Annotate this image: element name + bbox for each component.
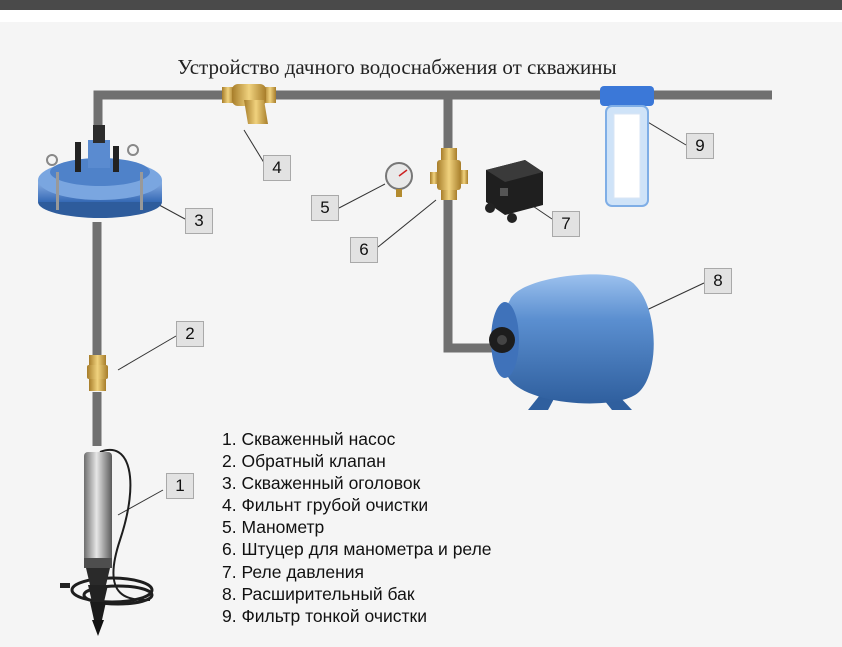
- callout-9: 9: [686, 133, 714, 159]
- water-filter-icon: [600, 86, 654, 207]
- legend-item: 8. Расширительный бак: [222, 583, 415, 604]
- leader-6: [377, 199, 437, 248]
- tank-branch-pipe: [443, 95, 495, 353]
- callout-4: 4: [263, 155, 291, 181]
- strainer-icon: [222, 84, 276, 124]
- pipes: [92, 90, 772, 446]
- well-cap-icon: [38, 125, 162, 218]
- leader-1: [117, 489, 164, 516]
- callout-2: 2: [176, 321, 204, 347]
- legend-item: 4. Фильнт грубой очистки: [222, 495, 429, 516]
- legend-item: 1. Скваженный насос: [222, 429, 396, 449]
- legend-item: 5. Манометр: [222, 517, 325, 538]
- callout-8: 8: [704, 268, 732, 294]
- pump-icon: [60, 449, 154, 636]
- diagram-panel: [0, 22, 842, 647]
- callout-1: 1: [166, 473, 194, 499]
- pressure-switch-icon: [485, 160, 543, 223]
- legend-item: 6. Штуцер для манометра и реле: [222, 539, 492, 560]
- main-pipe: [93, 90, 772, 145]
- callout-3: 3: [185, 208, 213, 234]
- legend-item: 7. Реле давления: [222, 561, 365, 582]
- callout-5: 5: [311, 195, 339, 221]
- leader-2: [117, 335, 177, 371]
- fitting-icon: [430, 148, 468, 200]
- leader-4: [243, 129, 267, 167]
- diagram-title: Устройство дачного водоснабжения от сква…: [177, 55, 617, 79]
- callout-7: 7: [552, 211, 580, 237]
- leader-5: [338, 183, 386, 209]
- expansion-tank-icon: [489, 274, 654, 410]
- legend-item: 3. Скваженный оголовок: [222, 473, 421, 494]
- gauge-icon: [385, 162, 413, 197]
- legend-item: 2. Обратный клапан: [222, 451, 386, 472]
- legend-item: 9. Фильтр тонкой очистки: [222, 605, 427, 626]
- check-valve-icon: [87, 355, 108, 391]
- callout-6: 6: [350, 237, 378, 263]
- legend-list: 1. Скваженный насос 2. Обратный клапан 3…: [222, 428, 492, 627]
- top-bar: [0, 0, 842, 10]
